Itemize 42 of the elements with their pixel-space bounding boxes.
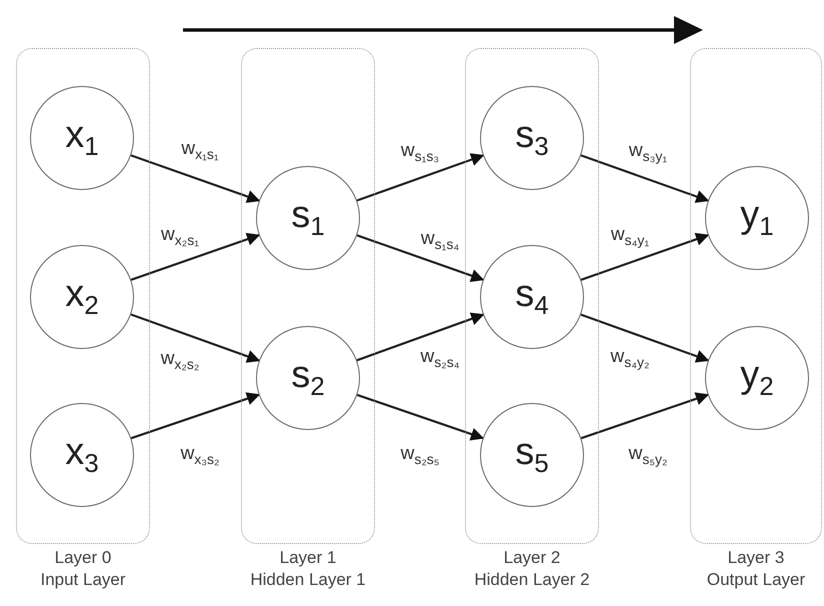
arrow [580,154,710,203]
edge-label: w$_{s₄y₂}$ [610,347,650,369]
edge-label: w$_{s₂s₄}$ [420,347,460,369]
edge-label: w$_{s₄y₁}$ [610,225,650,247]
neuron-label: x$_{1}$ [65,114,99,162]
layer-name: Hidden Layer 2 [473,570,591,590]
layer-number: Layer 0 [54,548,112,568]
layer-number: Layer 2 [502,548,562,568]
neuron-label: s$_{3}$ [515,114,549,162]
arrow [356,234,484,282]
edge-label: w$_{s₁s₄}$ [420,229,460,251]
neuron-label: s$_{2}$ [291,354,325,402]
arrow [130,392,260,440]
arrow [356,312,484,362]
edge-label: w$_{x₁s₁}$ [181,139,219,161]
edge-label: w$_{s₃y₁}$ [628,141,668,163]
neuron-label: y$_{2}$ [740,354,774,402]
layer-number: Layer 3 [726,548,786,568]
arrow [130,154,260,203]
neuron-label: s$_{1}$ [291,194,325,242]
neuron-label: s$_{4}$ [515,273,549,321]
edge-label: w$_{x₃s₂}$ [180,444,220,466]
neuron-label: x$_{2}$ [65,273,99,321]
neuron-label: s$_{5}$ [515,431,549,479]
layer-name: Hidden Layer 1 [249,570,367,590]
arrow [580,392,710,440]
arrow [356,394,484,440]
arrow [130,232,260,281]
neuron-label: y$_{1}$ [740,194,774,242]
arrow [356,153,484,202]
layer-name: Output Layer [706,570,806,590]
layer-name: Input Layer [39,570,127,590]
layer-number: Layer 1 [278,548,338,568]
arrow [580,314,710,363]
edge-label: w$_{s₁s₃}$ [400,141,440,163]
neuron-label: x$_{3}$ [65,431,99,479]
edge-label: w$_{x₂s₂}$ [160,349,200,371]
edge-label: w$_{s₅y₂}$ [628,444,668,466]
arrow [130,313,260,363]
arrow [580,232,710,281]
edge-label: w$_{s₂s₅}$ [400,444,440,466]
edge-label: w$_{x₂s₁}$ [161,225,199,247]
